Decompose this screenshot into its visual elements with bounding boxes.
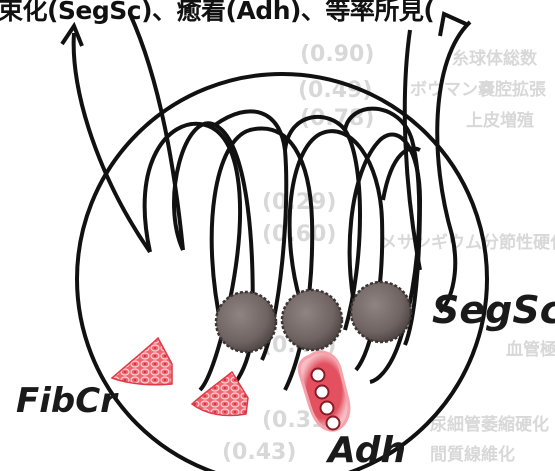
segsc-nodules: [216, 282, 411, 352]
fibrous-crescent: [112, 338, 172, 385]
label-fibcr: FibCr: [16, 381, 117, 421]
sclerosis-nodule: [216, 292, 276, 352]
label-segsc: SegSc: [432, 288, 555, 332]
label-adh: Adh: [328, 430, 406, 471]
sclerosis-nodule: [351, 282, 411, 342]
adhesion-cell: [327, 417, 340, 430]
adhesion-marker: [299, 352, 349, 430]
adhesion-cell: [321, 402, 334, 415]
capillary-loops: [145, 109, 420, 400]
sclerosis-nodule: [282, 290, 342, 350]
adhesion-cell: [312, 369, 325, 382]
adhesion-cell: [316, 386, 329, 399]
